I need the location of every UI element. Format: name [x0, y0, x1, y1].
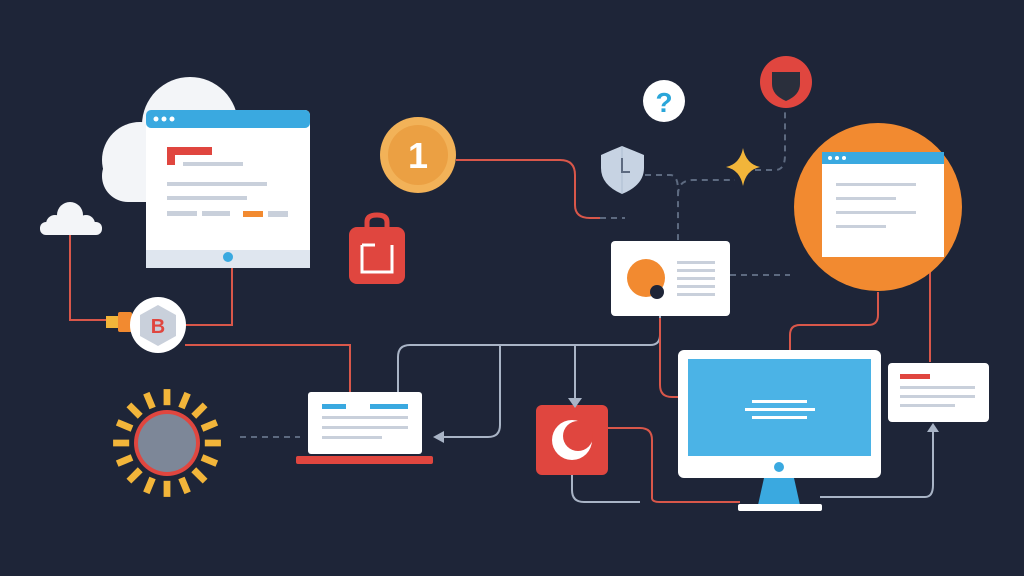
sparkle-icon: [726, 148, 760, 186]
sun-ray: [115, 454, 134, 467]
plug-icon: [106, 312, 132, 332]
sun-ray: [113, 439, 130, 447]
sun-ray: [163, 480, 171, 497]
sun-ray: [200, 419, 219, 432]
sun-ray: [200, 454, 219, 467]
badge-button[interactable]: B: [130, 297, 186, 353]
app-icon[interactable]: [536, 405, 608, 475]
coin-label: 1: [408, 135, 428, 176]
sun-ray: [163, 389, 171, 406]
badge-label: B: [151, 316, 165, 338]
arrow-heads: [433, 398, 939, 443]
sun-ray: [143, 391, 156, 410]
browser-window: [146, 110, 310, 268]
shopping-bag-icon[interactable]: [349, 212, 405, 284]
desktop-monitor[interactable]: [678, 350, 881, 511]
security-badge-icon[interactable]: [760, 56, 812, 108]
sun-ray: [178, 391, 191, 410]
laptop-icon[interactable]: [296, 392, 433, 464]
sun-ray: [191, 402, 208, 419]
profile-card[interactable]: [611, 241, 730, 316]
sun-ray: [204, 439, 221, 447]
orange-window-circle: [794, 123, 962, 291]
sun-ray: [115, 419, 134, 432]
sun-ray: [126, 467, 143, 484]
sun-ray: [191, 467, 208, 484]
sun-ray: [126, 402, 143, 419]
shield-icon: [601, 146, 644, 194]
sun-icon: [113, 389, 221, 497]
sun-ray: [143, 476, 156, 495]
sun-ray: [178, 476, 191, 495]
notification-card[interactable]: [888, 363, 989, 422]
small-cloud-icon: [40, 202, 102, 235]
coin-icon[interactable]: 1: [380, 117, 456, 193]
help-button[interactable]: ?: [643, 80, 685, 122]
help-label: ?: [655, 87, 672, 118]
connector-lines: [69, 110, 934, 503]
